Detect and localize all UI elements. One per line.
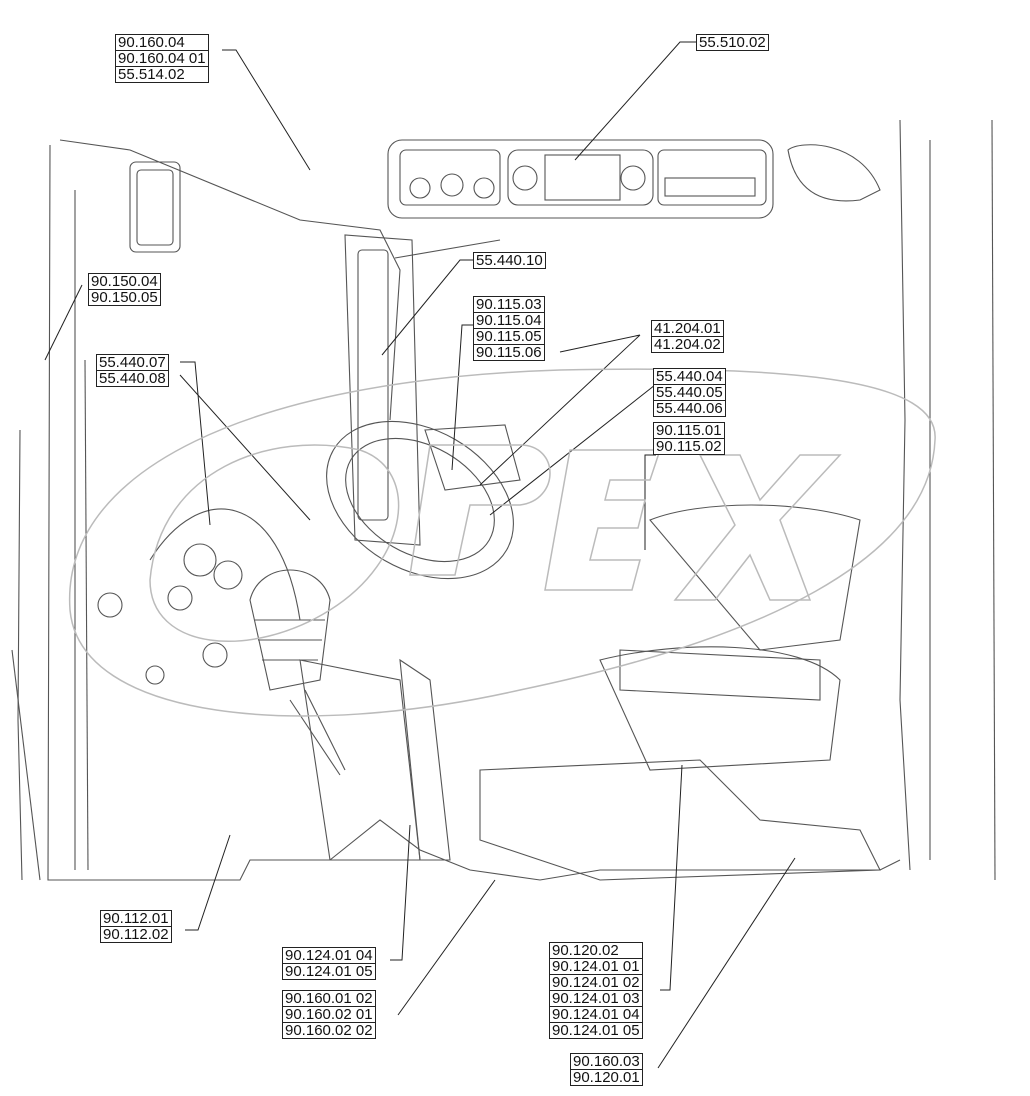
part-number: 90.160.02 02	[282, 1022, 376, 1039]
seat-back	[649, 504, 861, 651]
part-number: 90.124.01 02	[549, 974, 643, 991]
console-center	[399, 658, 451, 861]
part-number: 90.115.04	[473, 312, 545, 329]
part-number: 55.510.02	[696, 34, 769, 51]
watermark-logo	[68, 368, 936, 717]
part-number: 55.440.06	[653, 400, 726, 417]
part-number: 90.160.02 01	[282, 1006, 376, 1023]
part-number: 90.124.01 03	[549, 990, 643, 1007]
part-number: 41.204.01	[651, 320, 724, 337]
left-edge	[17, 429, 23, 881]
console-left	[299, 659, 421, 861]
part-number: 90.124.01 05	[549, 1022, 643, 1039]
label-upper-center: 55.440.10	[473, 252, 546, 269]
part-number: 90.124.01 04	[282, 947, 376, 964]
label-bottom-right: 90.120.02 90.124.01 01 90.124.01 02 90.1…	[549, 942, 643, 1039]
steering-wheel	[326, 420, 514, 580]
label-bottom-left: 90.112.01 90.112.02	[100, 910, 172, 943]
left-edge-2	[11, 649, 41, 881]
label-right-low: 90.115.01 90.115.02	[653, 422, 725, 455]
part-number: 90.160.03	[570, 1053, 643, 1070]
part-number: 90.115.02	[653, 438, 725, 455]
part-number: 90.160.01 02	[282, 990, 376, 1007]
part-number: 90.115.06	[473, 344, 545, 361]
part-number: 55.440.10	[473, 252, 546, 269]
label-bottom-center: 90.124.01 04 90.124.01 05	[282, 947, 376, 980]
part-number: 90.115.01	[653, 422, 725, 439]
label-right-top: 41.204.01 41.204.02	[651, 320, 724, 353]
seat-cushion	[599, 646, 841, 771]
part-number: 90.160.04	[115, 34, 209, 51]
display-screen	[424, 424, 521, 491]
switch-block	[507, 149, 654, 206]
label-bottom-center-2: 90.160.01 02 90.160.02 01 90.160.02 02	[282, 990, 376, 1039]
part-number: 90.124.01 01	[549, 958, 643, 975]
part-number: 41.204.02	[651, 336, 724, 353]
label-left-mid: 55.440.07 55.440.08	[96, 354, 169, 387]
center-post	[344, 234, 421, 546]
pillar-strip-2	[84, 359, 89, 871]
armrest	[619, 649, 821, 701]
part-number: 55.440.08	[96, 370, 169, 387]
left-pillar	[59, 139, 401, 421]
part-number: 55.440.04	[653, 368, 726, 385]
part-number: 55.440.05	[653, 384, 726, 401]
label-bottom-far-right: 90.160.03 90.120.01	[570, 1053, 643, 1086]
left-frame	[47, 144, 901, 881]
overhead-panel	[387, 139, 774, 219]
label-top-left: 90.160.04 90.160.04 01 55.514.02	[115, 34, 209, 83]
overhead-left-vent	[399, 149, 501, 206]
part-number: 90.124.01 04	[549, 1006, 643, 1023]
mirror	[129, 161, 181, 253]
pedal	[304, 689, 346, 771]
label-right-mid: 55.440.04 55.440.05 55.440.06	[653, 368, 726, 417]
part-number: 90.124.01 05	[282, 963, 376, 980]
radio-unit	[657, 149, 767, 206]
part-number: 90.120.01	[570, 1069, 643, 1086]
part-number: 90.150.05	[88, 289, 161, 306]
part-number: 55.514.02	[115, 66, 209, 83]
label-left-pillar: 90.150.04 90.150.05	[88, 273, 161, 306]
label-top-center: 55.510.02	[696, 34, 769, 51]
label-steer-col: 90.115.03 90.115.04 90.115.05 90.115.06	[473, 296, 545, 361]
part-number: 90.160.04 01	[115, 50, 209, 67]
part-number: 90.120.02	[549, 942, 643, 959]
part-number: 90.150.04	[88, 273, 161, 290]
part-number: 55.440.07	[96, 354, 169, 371]
part-number: 90.115.03	[473, 296, 545, 313]
part-number: 90.112.01	[100, 910, 172, 927]
gear-boot	[249, 569, 331, 691]
part-number: 90.115.05	[473, 328, 545, 345]
part-number: 90.112.02	[100, 926, 172, 943]
